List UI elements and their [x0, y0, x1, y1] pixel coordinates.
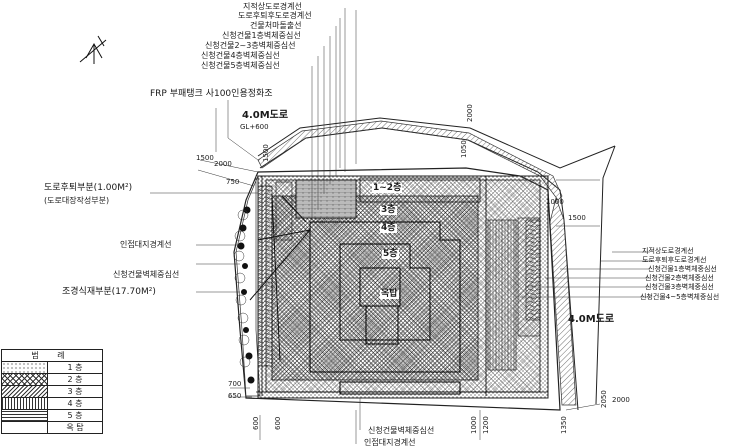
adjacent-boundary-label: 인접대지경계선 [120, 240, 172, 249]
setback-note-label: (도로대장작성부분) [44, 196, 110, 205]
right-strip-1 [487, 219, 517, 371]
top-label-floor1: 신청건물1층벽체중심선 [222, 31, 301, 40]
legend-swatch-crosshatch [2, 374, 48, 385]
legend-header: 범 례 [2, 350, 102, 361]
road-setback-strip-right [549, 196, 577, 406]
setback-area-label: 도로후퇴부분(1.00M²) [44, 183, 133, 193]
north-arrow [79, 35, 107, 64]
dim-1000: 1000 [546, 198, 564, 206]
dim-2000-a: 2000 [214, 160, 232, 168]
floor-outlines [249, 195, 461, 395]
legend-label-floor1: 1 층 [67, 363, 83, 372]
floor-3-label: 3층 [380, 205, 397, 215]
top-label-floor4: 신청건물4층벽체중심선 [201, 51, 280, 60]
road-top-label: 4.0M도로 [242, 110, 289, 121]
legend-label-roof: 옥 탑 [66, 423, 84, 432]
top-label-eave: 건물처마돌출선 [250, 21, 302, 30]
right-strip-3 [525, 219, 541, 321]
dim-2000-b: 2000 [466, 104, 474, 122]
legend-label-floor2: 2 층 [67, 375, 83, 384]
top-label-cadastral-road: 지적상도로경계선 [243, 2, 302, 11]
shrub-symbols [237, 206, 255, 384]
landscape-area-label: 조경식재부분(17.70M²) [62, 287, 156, 297]
legend-swatch-horizontal [2, 410, 48, 421]
legend-row-floor4: 4 층 [2, 397, 102, 409]
legend-label-floor4: 4 층 [67, 399, 83, 408]
right-label-floor1: 신청건물1층벽체중심선 [648, 265, 717, 273]
right-label-floor3: 신청건물3층벽체중심선 [645, 283, 714, 291]
floor-1-2-label: 1~2층 [372, 183, 403, 193]
dim-1200: 1200 [482, 416, 490, 434]
legend-swatch-blank [2, 422, 48, 433]
dim-1500-a: 1500 [196, 154, 214, 162]
legend-row-roof: 옥 탑 [2, 421, 102, 433]
dim-700: 700 [228, 380, 242, 388]
road-right-label: 4.0M도로 [568, 314, 615, 325]
right-label-cadastral-road: 지적상도로경계선 [642, 247, 694, 255]
dim-1500-b: 1500 [262, 144, 270, 162]
dim-750: 750 [226, 178, 240, 186]
frp-tank-label: FRP 부패탱크 사100인용정화조 [150, 89, 273, 99]
legend-swatch-dots [2, 362, 48, 373]
left-strip [257, 185, 273, 367]
road-setback-strip [257, 120, 563, 201]
gl-label: GL+600 [240, 123, 269, 131]
legend-row-floor3: 3 층 [2, 385, 102, 397]
legend-row-floor5: 5 층 [2, 409, 102, 421]
top-label-floor23: 신청건물2~3층벽체중심선 [205, 41, 296, 50]
top-label-setback-road: 도로후퇴후도로경계선 [238, 11, 312, 20]
dim-1500-c: 1500 [568, 214, 586, 222]
leader-lines-left [150, 100, 259, 293]
roof-label: 옥탑 [380, 289, 399, 299]
legend-row-floor2: 2 층 [2, 373, 102, 385]
left-strip-2 [275, 181, 293, 241]
top-label-floor5: 신청건물5층벽체중심선 [201, 61, 280, 70]
floor-4-label: 4층 [380, 223, 397, 233]
dim-650: 650 [228, 392, 242, 400]
dim-1050: 1050 [460, 140, 468, 158]
bottom-label-adjacent-boundary: 인접대지경계선 [364, 438, 416, 447]
legend-label-floor3: 3 층 [67, 387, 83, 396]
legend-swatch-vertical [2, 398, 48, 409]
leader-lines-right [518, 251, 650, 298]
shrub-outlines [233, 209, 251, 368]
dim-1350: 1350 [560, 416, 568, 434]
leader-lines-top [311, 8, 357, 220]
legend-swatch-diagonal [2, 386, 48, 397]
right-label-floor45: 신청건물4~5층벽체중심선 [640, 293, 720, 301]
bottom-label-building-center: 신청건물벽체중심선 [368, 426, 435, 435]
floor-3-area [271, 195, 479, 381]
legend-label-floor5: 5 층 [67, 411, 83, 420]
eave-lines [256, 176, 548, 396]
dim-600-a: 600 [252, 416, 260, 430]
right-label-setback-road: 도로후퇴후도로경계선 [642, 256, 707, 264]
leader-lines-bottom [355, 398, 361, 444]
dim-600-b: 600 [274, 416, 282, 430]
building-center-label: 신청건물벽체중심선 [113, 270, 180, 279]
site-boundary [233, 167, 561, 411]
legend-title: 범 례 [31, 351, 73, 360]
legend-row-floor1: 1 층 [2, 361, 102, 373]
dim-2000-c: 2000 [612, 396, 630, 404]
dimension-lines [197, 159, 601, 440]
stair-block [295, 179, 357, 219]
right-label-floor2: 신청건물2층벽체중심선 [645, 274, 714, 282]
floor-5-label: 5층 [382, 249, 399, 259]
legend-box: 범 례 1 층 2 층 3 층 4 층 5 층 옥 탑 [1, 349, 103, 434]
dim-2050: 2050 [600, 390, 608, 408]
dim-1000-b: 1000 [470, 416, 478, 434]
